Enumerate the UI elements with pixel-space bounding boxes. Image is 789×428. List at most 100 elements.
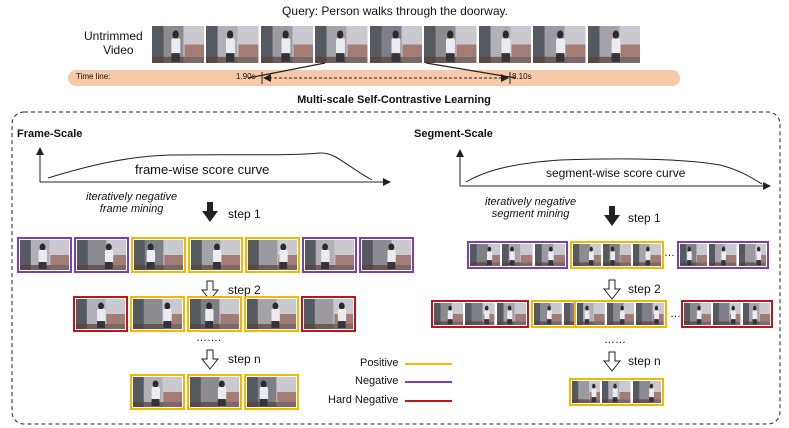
segment-rown-positive [569,378,664,406]
segment-row2-hard-negative-2 [681,300,773,328]
frame-row1-frame [74,237,129,273]
frame-row1-frame [188,237,243,273]
frame-step1-label: step 1 [228,207,261,221]
frame-stepn-label: step n [228,352,261,366]
frame-row1-frame [359,237,414,273]
segment-row1-negative-2 [677,241,769,269]
zoom-line-left [247,62,326,79]
segment-row2-hard-negative [431,300,529,328]
frame-row1-frame [245,237,300,273]
frame-dots: ……. [196,332,222,344]
video-frame-thumbnail [742,303,770,325]
segment-ellipsis-row2: … [670,308,681,320]
video-frame-thumbnail [134,240,183,270]
untrimmed-frame-thumbnail [533,26,586,63]
video-frame-thumbnail [496,303,526,325]
video-frame-thumbnail [190,377,239,407]
video-frame-thumbnail [713,303,741,325]
video-frame-thumbnail [465,303,495,325]
video-frame-thumbnail [77,240,126,270]
video-frame-thumbnail [305,240,354,270]
frame-step2-arrow [200,280,220,301]
query-text: Query: Person walks through the doorway. [282,4,508,18]
video-frame-thumbnail [470,244,501,266]
video-frame-thumbnail [603,244,631,266]
segment-ellipsis-row1: … [664,247,675,259]
frame-row2-frame [130,296,185,332]
frame-row1-frame [17,237,72,273]
untrimmed-frame-thumbnail [152,26,205,63]
frame-mining-label: iteratively negative frame mining [86,191,178,215]
video-frame-thumbnail [76,299,125,329]
timeline-start: 1.90s [236,72,256,81]
video-frame-thumbnail [247,377,296,407]
legend-negative-label: Negative [355,375,399,387]
segment-step2-label: step 2 [628,282,661,296]
segment-score-curve [465,158,763,185]
video-frame-thumbnail [190,299,239,329]
video-frame-thumbnail [502,244,533,266]
frame-step2-label: step 2 [228,283,261,297]
legend-positive-label: Positive [360,357,399,369]
video-frame-thumbnail [709,244,737,266]
video-frame-thumbnail [632,381,661,403]
segment-row1-negative [467,241,568,269]
video-frame-thumbnail [633,244,661,266]
video-frame-thumbnail [577,303,605,325]
untrimmed-frame-thumbnail [260,26,314,63]
frame-row1-frame [131,237,186,273]
segment-curve-label: segment-wise score curve [546,166,686,180]
video-frame-thumbnail [534,244,565,266]
frame-rown-frame [244,374,299,410]
frame-row2-frame [244,296,299,332]
video-frame-thumbnail [434,303,464,325]
zoom-line-right [425,62,517,79]
frame-row2-frame [187,296,242,332]
timeline-end: 8.10s [512,72,532,81]
untrimmed-frame-thumbnail [587,26,640,63]
video-frame-thumbnail [304,299,353,329]
frame-curve-label: frame-wise score curve [135,162,270,177]
frame-row2-frame [301,296,356,332]
video-frame-thumbnail [191,240,240,270]
segment-stepn-label: step n [628,354,661,368]
segment-mining-label: iteratively negative segment mining [485,196,577,220]
video-frame-thumbnail [133,299,182,329]
video-frame-thumbnail [534,303,562,325]
segment-step1-label: step 1 [628,211,661,225]
video-frame-thumbnail [133,377,182,407]
video-frame-thumbnail [680,244,708,266]
video-frame-thumbnail [738,244,766,266]
main-title: Multi-scale Self-Contrastive Learning [297,94,491,106]
frame-rown-frame [187,374,242,410]
segment-dots: …… [604,334,626,346]
video-frame-thumbnail [572,381,601,403]
segment-step2-arrow [602,279,622,300]
segment-row2-positive-2 [574,300,667,328]
segment-stepn-arrow [602,351,622,372]
frame-step1-arrow [202,202,218,222]
video-frame-thumbnail [20,240,69,270]
frame-rown-frame [130,374,185,410]
untrimmed-video-label: Untrimmed Video [84,29,143,57]
untrimmed-frame-thumbnail [206,26,259,63]
legend-hard-negative-label: Hard Negative [328,394,399,406]
dashed-container [11,111,781,425]
untrimmed-frame-thumbnail [369,26,423,63]
frame-scale-title: Frame-Scale [17,128,83,140]
video-frame-thumbnail [602,381,631,403]
segment-row1-positive [570,241,664,269]
video-frame-thumbnail [606,303,635,325]
video-frame-thumbnail [247,299,296,329]
video-frame-thumbnail [636,303,664,325]
frame-score-curve [47,152,373,181]
segment-scale-title: Segment-Scale [414,128,493,140]
frame-row1-frame [302,237,357,273]
video-frame-thumbnail [248,240,297,270]
untrimmed-frame-thumbnail [478,26,532,63]
untrimmed-video-strip [151,26,641,63]
video-frame-thumbnail [573,244,601,266]
frame-row2-frame [73,296,128,332]
